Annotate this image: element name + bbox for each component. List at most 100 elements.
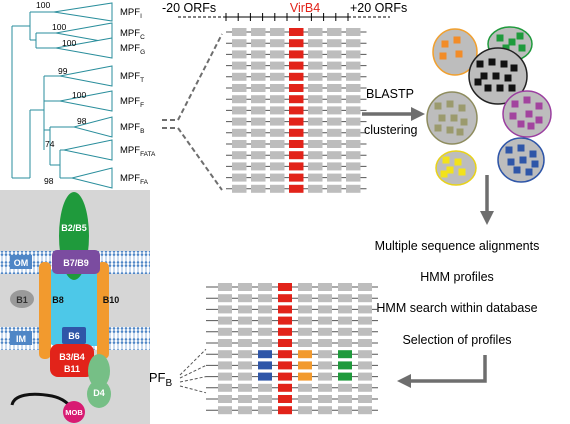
virb4-gene: [278, 339, 292, 347]
virb4-gene: [278, 294, 292, 303]
orf-alignment-top: [226, 28, 367, 193]
return-arrow: [397, 355, 487, 388]
orf-gene: [318, 316, 332, 325]
orf-gene: [258, 395, 272, 403]
cluster-member: [456, 128, 464, 136]
orf-gene: [218, 294, 232, 303]
orf-axis: -20 ORFs VirB4 +20 ORFs: [162, 1, 407, 21]
orf-gene: [327, 28, 342, 36]
orf-gene: [270, 173, 285, 182]
b8-bar: [39, 262, 51, 359]
orf-gene: [258, 339, 272, 347]
orf-gene: [318, 350, 332, 359]
clade-triangle-0: [53, 2, 113, 22]
virb4-gene: [289, 151, 304, 160]
orf-gene: [232, 28, 247, 36]
orf-gene: [298, 305, 312, 314]
orf-gene: [270, 162, 285, 171]
orf-gene: [358, 327, 372, 336]
orf-gene: [232, 61, 247, 70]
orf-gene: [218, 316, 232, 325]
orf-gene: [308, 50, 323, 59]
cluster-member: [440, 170, 448, 178]
orf-gene: [218, 339, 232, 347]
orf-gene: [308, 61, 323, 70]
orf-gene: [232, 106, 247, 115]
orf-gene: [318, 339, 332, 347]
orf-gene: [338, 395, 352, 403]
om-label: OM: [14, 258, 29, 268]
orf-gene: [338, 361, 352, 370]
cluster-member: [513, 166, 521, 174]
orf-gene: [338, 327, 352, 336]
b10-label: B10: [103, 295, 120, 305]
orf-gene: [327, 117, 342, 126]
msa-label: Multiple sequence alignments: [375, 239, 540, 253]
selection-label: Selection of profiles: [402, 333, 511, 347]
orf-gene: [358, 383, 372, 392]
orf-gene: [238, 327, 252, 336]
clustering-label: clustering: [364, 123, 418, 137]
orf-gene: [298, 316, 312, 325]
orf-gene: [308, 162, 323, 171]
om-tag: [10, 255, 32, 269]
orf-gene: [258, 383, 272, 392]
orf-gene: [258, 350, 272, 359]
virb4-gene: [289, 184, 304, 193]
virb4-gene: [289, 162, 304, 171]
orf-gene: [218, 361, 232, 370]
orf-gene: [270, 39, 285, 48]
orf-gene: [346, 184, 361, 193]
virb4-gene: [278, 406, 292, 415]
hmm-profiles-label: HMM profiles: [420, 270, 494, 284]
orf-gene: [251, 72, 266, 81]
orf-gene: [232, 173, 247, 182]
orf-alignment-bottom: [206, 283, 378, 415]
virb4-gene: [278, 372, 292, 381]
orf-gene: [327, 162, 342, 171]
cluster-member: [535, 102, 543, 110]
orf-gene: [258, 294, 272, 303]
virb4-gene: [289, 50, 304, 59]
orf-right-label: +20 ORFs: [350, 1, 407, 15]
orf-gene: [346, 117, 361, 126]
clade-triangle-4: [59, 90, 113, 112]
cluster-member: [529, 150, 537, 158]
orf-gene: [346, 50, 361, 59]
orf-gene: [327, 72, 342, 81]
bootstrap-value-1: 100: [52, 22, 66, 32]
clade-triangle-7: [71, 167, 113, 189]
clade-label-6: MPFFATA: [120, 145, 156, 158]
cluster-member: [531, 160, 539, 168]
virb4-gene: [289, 106, 304, 115]
orf-gene: [251, 184, 266, 193]
orf-gene: [251, 50, 266, 59]
orf-gene: [270, 28, 285, 36]
orf-gene: [298, 372, 312, 381]
orf-gene: [318, 294, 332, 303]
core-channel: [48, 268, 108, 346]
clade-label-2: MPFG: [120, 43, 145, 56]
bracket-dash: [179, 376, 207, 383]
cluster-member: [502, 44, 510, 52]
orf-gene: [358, 283, 372, 291]
orf-gene: [258, 283, 272, 291]
orf-gene: [338, 372, 352, 381]
orf-gene: [270, 84, 285, 92]
b6-complex: [62, 327, 86, 344]
cluster-member: [439, 52, 447, 60]
orf-gene: [251, 140, 266, 148]
orf-gene: [251, 162, 266, 171]
mob-protein: [63, 401, 85, 423]
orf-gene: [258, 316, 272, 325]
cluster-member: [446, 100, 454, 108]
orf-gene: [358, 339, 372, 347]
orf-gene: [346, 173, 361, 182]
orf-gene: [308, 140, 323, 148]
orf-gene: [232, 140, 247, 148]
orf-gene: [270, 106, 285, 115]
cluster-member: [496, 84, 504, 92]
